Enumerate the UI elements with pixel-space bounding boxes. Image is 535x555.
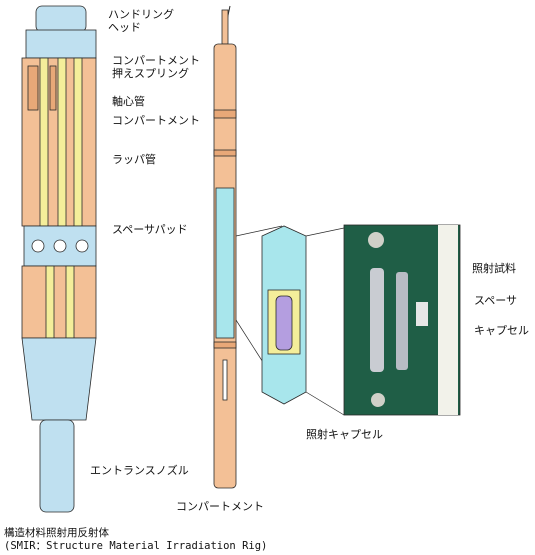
compartment-top-rod — [221, 9, 229, 45]
label-compartment-bottom: コンパートメント — [176, 500, 264, 513]
label-spacer-pad: スペーサパッド — [112, 223, 188, 236]
transition-piece — [21, 337, 97, 421]
photo-capsule-tube — [370, 268, 384, 372]
entrance-nozzle — [39, 419, 75, 513]
label-compartment-upper: コンパートメント — [112, 114, 200, 127]
ruler — [438, 225, 458, 415]
capsule-drawing — [235, 225, 307, 405]
capsule-photo — [305, 224, 461, 416]
label-irradiation-sample: 照射試料 — [472, 262, 516, 275]
label-compartment-spring-line2: 押えスプリング — [112, 67, 189, 80]
compartment-drawing — [213, 5, 237, 489]
label-handling-head-line2: ヘッド — [108, 21, 141, 34]
label-compartment-spring-line1: コンパートメント — [112, 54, 200, 67]
photo-sample — [396, 272, 408, 370]
label-capsule: キャプセル — [474, 324, 529, 337]
label-entrance-nozzle: エントランスノズル — [90, 464, 189, 477]
caption-subtitle: (SMIR：Structure Material Irradiation Rig… — [4, 540, 268, 552]
label-wrapper-tube: ラッパ管 — [112, 153, 156, 166]
label-spacer: スペーサ — [474, 294, 518, 307]
label-irradiation-capsule: 照射キャプセル — [306, 428, 383, 441]
capsule-specimen — [275, 295, 293, 351]
caption-title: 構造材料照射用反射体 — [4, 527, 109, 539]
compartment-window — [215, 187, 235, 339]
label-handling-head-line1: ハンドリング — [108, 8, 174, 21]
label-axis-tube: 軸心管 — [112, 95, 145, 108]
assembly-drawing — [21, 5, 97, 513]
wrapper-tube-lower — [21, 265, 97, 339]
handling-head — [35, 5, 87, 33]
